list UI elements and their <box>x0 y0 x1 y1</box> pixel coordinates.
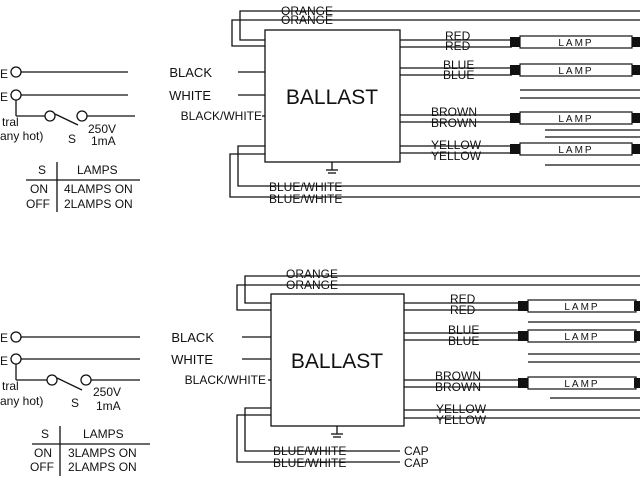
top-red-label-1: RED <box>445 29 471 43</box>
top-neutral-label: tral <box>2 115 19 129</box>
top-red-label-2: RED <box>445 39 471 53</box>
bottom-orange-label-1: ORANGE <box>286 267 338 281</box>
top-e-label-2: E <box>0 90 8 104</box>
bottom-blue-label-2: BLUE <box>448 334 479 348</box>
top-switch-ma-label: 1mA <box>91 134 116 148</box>
top-lamp-3: LAMP <box>510 111 640 125</box>
top-switch-icon <box>15 100 88 126</box>
top-yellow-label-2: YELLOW <box>431 149 482 163</box>
bottom-yellow-label-1: YELLOW <box>436 402 487 416</box>
bottom-brown-label-2: BROWN <box>435 380 481 394</box>
bottom-switch-icon <box>15 364 92 391</box>
bottom-ballast-label: BALLAST <box>291 350 383 373</box>
top-switch-v-label: 250V <box>88 122 116 136</box>
top-table-lamps-header: LAMPS <box>77 163 118 177</box>
top-white-label: WHITE <box>169 88 211 103</box>
bottom-cap-label-2: CAP <box>404 456 429 470</box>
bottom-table-row2-s: OFF <box>30 460 54 474</box>
top-brown-label-2: BROWN <box>431 116 477 130</box>
bottom-black-label: BLACK <box>171 330 214 345</box>
bottom-lamp-3-label: LAMP <box>564 379 599 390</box>
top-blue-label-2: BLUE <box>443 68 474 82</box>
bottom-lamp-2: LAMP <box>518 329 640 343</box>
bottom-bw-wire-1 <box>244 407 400 452</box>
top-e-label-1: E <box>0 67 8 81</box>
top-table-row1-s: ON <box>30 182 48 196</box>
bottom-lamp-1-label: LAMP <box>564 302 599 313</box>
bottom-ballast-box <box>270 293 405 427</box>
bottom-table-row1-s: ON <box>34 446 52 460</box>
bottom-orange-wire-2 <box>236 284 640 311</box>
top-lamp-4-label: LAMP <box>558 145 593 156</box>
top-blackwhite-label: BLACK/WHITE <box>181 109 262 123</box>
top-yellow-label-1: YELLOW <box>431 138 482 152</box>
bottom-brown-label-1: BROWN <box>435 369 481 383</box>
bottom-ground-icon <box>331 426 343 438</box>
top-bw-label-2: BLUE/WHITE <box>269 192 342 206</box>
top-bw-label-1: BLUE/WHITE <box>269 180 342 194</box>
bottom-red-label-1: RED <box>450 292 476 306</box>
bottom-diagram: BALLAST ORANGE ORANGE RED RED BLUE BLUE … <box>0 267 640 476</box>
bottom-e-label-2: E <box>0 354 8 368</box>
bottom-white-label: WHITE <box>171 352 213 367</box>
top-orange-label-1: ORANGE <box>281 4 333 18</box>
bottom-terminal-1 <box>10 331 22 343</box>
bottom-table-s-header: S <box>41 427 49 441</box>
bottom-switch-s-label: S <box>71 396 79 410</box>
bottom-table-row1-lamps: 3LAMPS ON <box>68 446 137 460</box>
top-brown-label-1: BROWN <box>431 105 477 119</box>
bottom-e-label-1: E <box>0 331 8 345</box>
bottom-bw-label-1: BLUE/WHITE <box>273 444 346 458</box>
bottom-table-lamps-header: LAMPS <box>83 427 124 441</box>
top-lamps-table: S LAMPS ON 4LAMPS ON OFF 2LAMPS ON <box>26 162 140 212</box>
top-black-label: BLACK <box>169 65 212 80</box>
top-ground-icon <box>326 162 338 174</box>
bottom-bw-label-2: BLUE/WHITE <box>273 456 346 470</box>
top-diagram: BALLAST ORANGE ORANGE RED RED BLUE BLUE … <box>0 4 640 212</box>
top-table-row2-lamps: 2LAMPS ON <box>64 197 133 211</box>
bottom-bw-wire-2 <box>236 414 400 463</box>
bottom-blue-label-1: BLUE <box>448 323 479 337</box>
bottom-terminal-2 <box>10 353 22 365</box>
top-bw-wire-2 <box>229 153 640 198</box>
top-orange-label-2: ORANGE <box>281 13 333 27</box>
top-ballast-label: BALLAST <box>286 86 378 109</box>
top-orange-wire-2 <box>231 19 640 47</box>
bottom-cap-label-1: CAP <box>404 444 429 458</box>
bottom-neutral-label: tral <box>2 379 19 393</box>
bottom-table-row2-lamps: 2LAMPS ON <box>68 460 137 474</box>
top-table-row2-s: OFF <box>26 197 50 211</box>
top-lamp-3-label: LAMP <box>558 114 593 125</box>
top-ballast-box <box>264 29 401 163</box>
top-bw-wire-1 <box>237 145 640 187</box>
top-terminal-1 <box>10 66 22 78</box>
bottom-lamp-3: LAMP <box>518 376 640 390</box>
bottom-switch-v-label: 250V <box>93 385 121 399</box>
top-blue-label-1: BLUE <box>443 58 474 72</box>
top-lamp-2-label: LAMP <box>558 66 593 77</box>
top-anyhot-label: any hot) <box>0 129 43 143</box>
top-terminal-2 <box>10 89 22 101</box>
top-switch-s-label: S <box>68 132 76 146</box>
bottom-blackwhite-label: BLACK/WHITE <box>185 373 266 387</box>
top-orange-wire-1 <box>239 10 640 41</box>
bottom-orange-wire-1 <box>244 275 640 304</box>
bottom-lamps-table: S LAMPS ON 3LAMPS ON OFF 2LAMPS ON <box>30 426 150 476</box>
bottom-orange-label-2: ORANGE <box>286 278 338 292</box>
bottom-switch-ma-label: 1mA <box>96 399 121 413</box>
top-lamp-2: LAMP <box>510 63 640 77</box>
bottom-lamp-1: LAMP <box>518 299 640 313</box>
top-lamp-1-label: LAMP <box>558 38 593 49</box>
top-lamp-4: LAMP <box>510 142 640 156</box>
bottom-red-label-2: RED <box>450 303 476 317</box>
top-table-row1-lamps: 4LAMPS ON <box>64 182 133 196</box>
bottom-yellow-label-2: YELLOW <box>436 413 487 427</box>
bottom-lamp-2-label: LAMP <box>564 332 599 343</box>
bottom-anyhot-label: any hot) <box>0 394 43 408</box>
top-table-s-header: S <box>38 163 46 177</box>
top-lamp-1: LAMP <box>510 35 640 49</box>
